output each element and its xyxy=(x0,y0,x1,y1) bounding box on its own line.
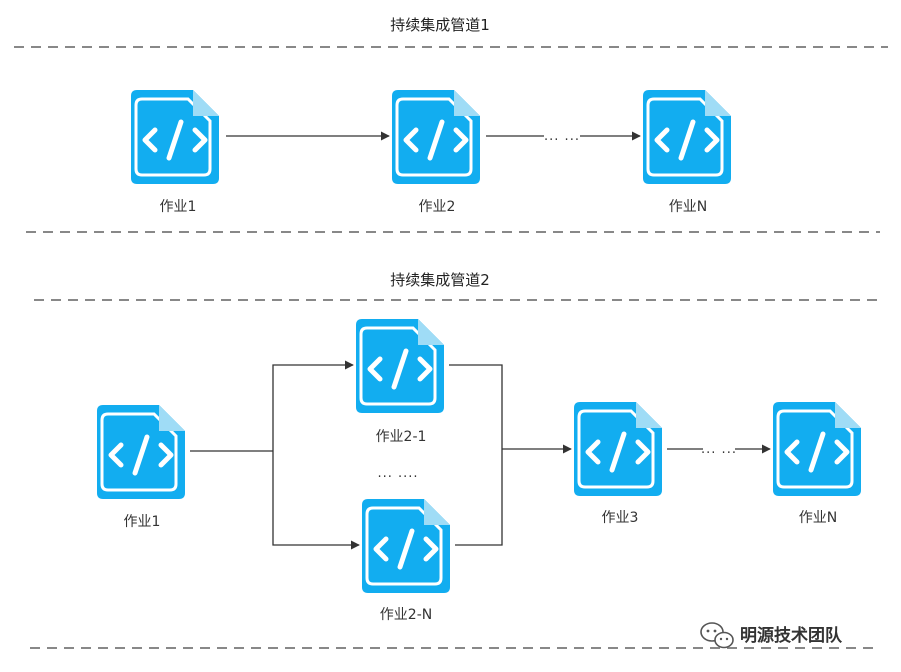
pipeline2-job2-1-label: 作业2-1 xyxy=(376,429,427,445)
pipeline2-tail-ellipsis: ... ... xyxy=(701,442,737,457)
pipeline2-edge-1-to-2-N xyxy=(272,451,360,550)
pipeline2-title: 持续集成管道2 xyxy=(390,271,490,289)
pipeline2-job1-icon xyxy=(97,405,185,499)
pipeline1-jobN-label: 作业N xyxy=(669,199,707,215)
pipeline1-ellipsis: ... ... xyxy=(544,129,580,144)
pipeline2-job1-label: 作业1 xyxy=(124,514,161,530)
pipeline2-job3-icon xyxy=(574,402,662,496)
pipeline2-edge-2-N-merge xyxy=(455,449,503,546)
pipeline1-job2-icon xyxy=(392,90,480,184)
pipeline1-title: 持续集成管道1 xyxy=(390,16,490,34)
pipeline2-jobN-icon xyxy=(773,402,861,496)
pipeline2-jobN-label: 作业N xyxy=(799,510,837,526)
pipeline1-job1-icon xyxy=(131,90,219,184)
pipeline2-edge-1-to-2-1 xyxy=(272,360,354,451)
pipeline2-job2-1-icon xyxy=(356,319,444,413)
pipeline2-branch-ellipsis: ... .... xyxy=(377,466,418,481)
pipeline1-job1-label: 作业1 xyxy=(160,199,197,215)
pipeline1-job2-label: 作业2 xyxy=(419,199,456,215)
pipeline2-job3-label: 作业3 xyxy=(602,510,639,526)
pipeline2-job2-N-label: 作业2-N xyxy=(380,607,432,623)
pipeline1-jobN-icon xyxy=(643,90,731,184)
wechat-icon xyxy=(700,622,734,649)
watermark-text: 明源技术团队 xyxy=(740,625,843,646)
pipeline2-job2-N-icon xyxy=(362,499,450,593)
pipeline2-edge-2-1-merge xyxy=(449,364,503,449)
